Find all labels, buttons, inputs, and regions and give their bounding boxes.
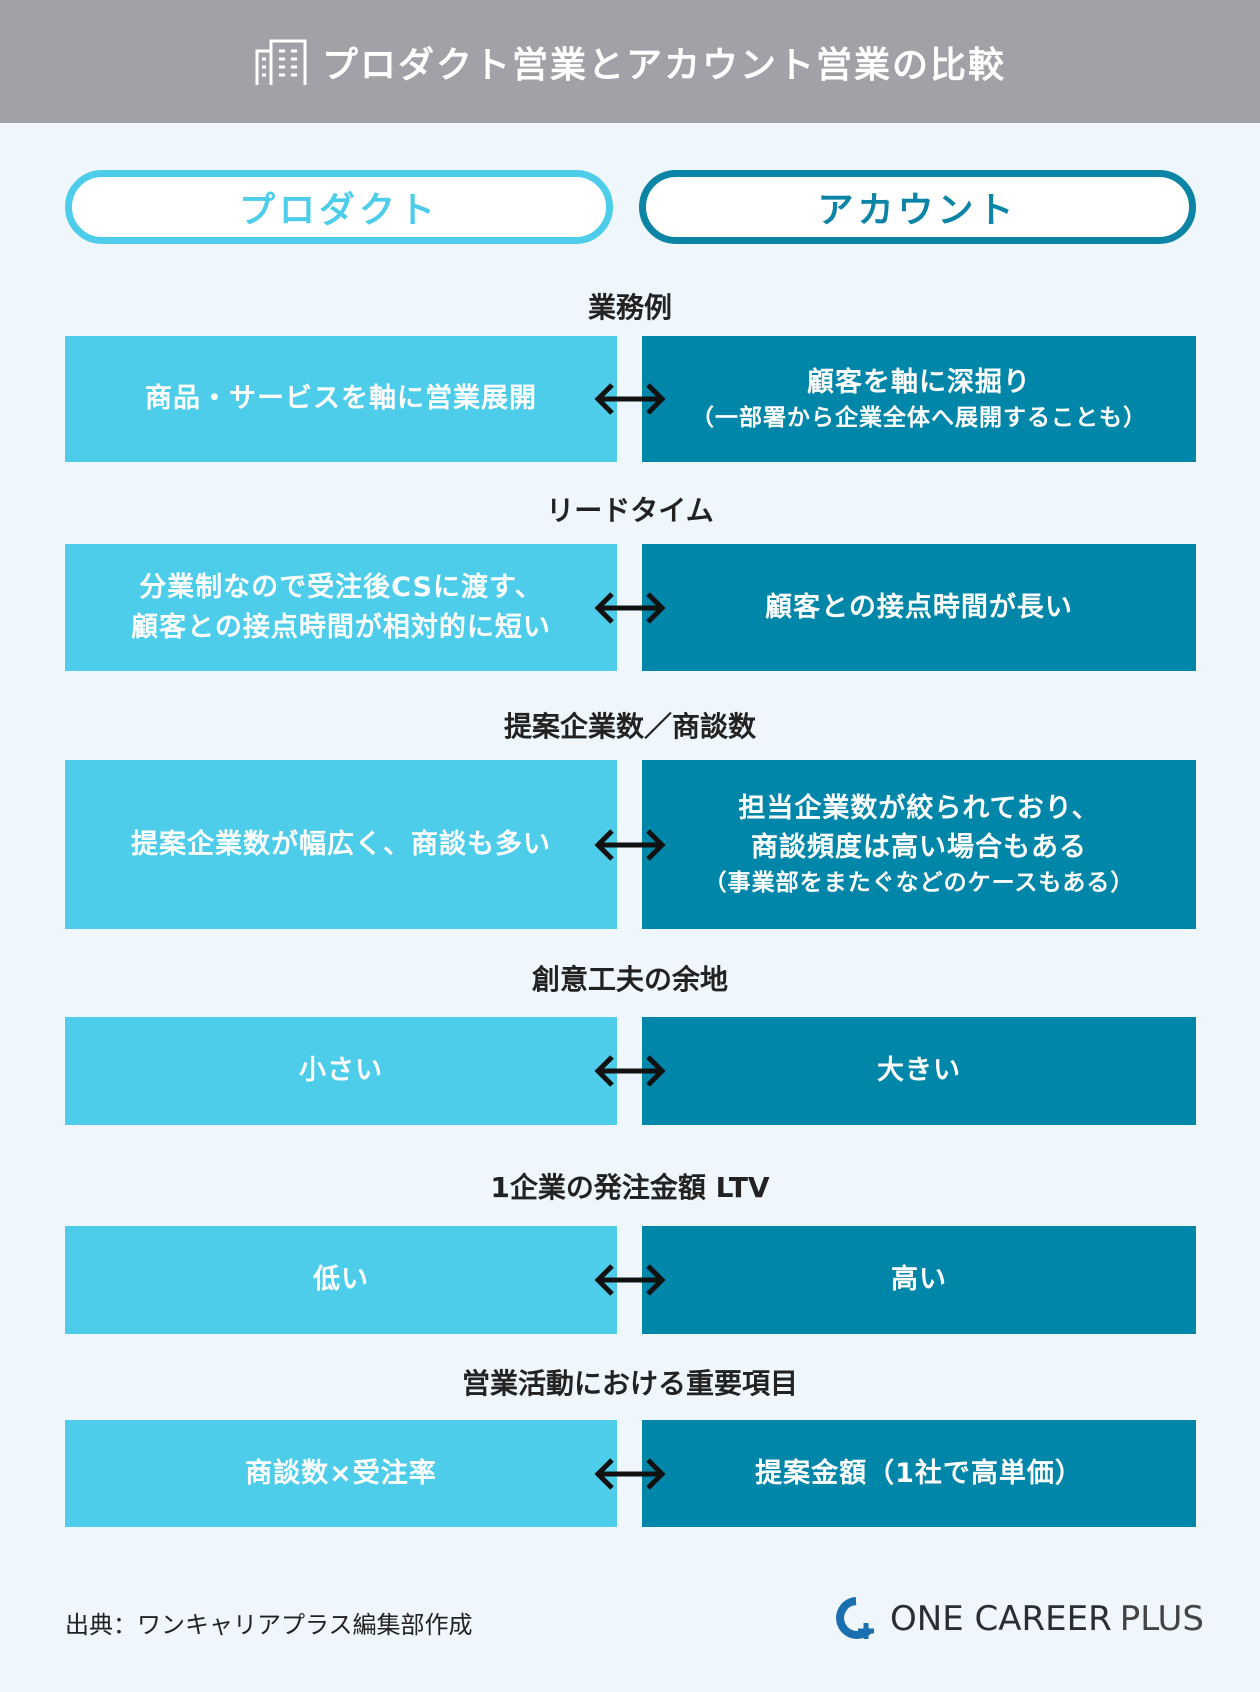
product-cell: 分業制なので受注後CSに渡す、顧客との接点時間が相対的に短い: [65, 544, 617, 671]
account-cell: 提案金額（1社で高単価）: [642, 1420, 1196, 1527]
row-label: 1企業の発注金額 LTV: [490, 1171, 770, 1204]
product-cell: 提案企業数が幅広く、商談も多い: [65, 760, 617, 929]
column-header-product: プロダクト: [65, 170, 613, 244]
cell-text: 担当企業数が絞られており、: [738, 792, 1100, 824]
cell-note: （一部署から企業全体へ展開することも）: [691, 404, 1147, 431]
cell-text: 大きい: [877, 1055, 961, 1087]
page-header: プロダクト営業とアカウント営業の比較: [0, 0, 1260, 123]
brand-logo: ONE CAREER PLUS: [836, 1597, 1204, 1641]
row-label: 提案企業数／商談数: [503, 710, 756, 743]
cell-text: 小さい: [299, 1055, 383, 1087]
page-title: プロダクト営業とアカウント営業の比較: [321, 44, 1006, 86]
logo-text-main: ONE CAREER: [890, 1599, 1112, 1639]
logo-mark-icon: [836, 1597, 874, 1639]
account-cell: 高い: [642, 1226, 1196, 1334]
source-note: 出典：ワンキャリアプラス編集部作成: [65, 1611, 473, 1639]
account-cell: 大きい: [642, 1017, 1196, 1125]
double-arrow-icon: [594, 828, 666, 861]
row-label: 営業活動における重要項目: [461, 1367, 798, 1400]
account-cell: 顧客との接点時間が長い: [642, 544, 1196, 671]
account-cell: 顧客を軸に深掘り （一部署から企業全体へ展開することも）: [642, 336, 1196, 462]
product-cell: 低い: [65, 1226, 617, 1334]
cell-text: 商品・サービスを軸に営業展開: [145, 383, 537, 415]
row-label: 業務例: [587, 291, 672, 324]
cell-text: 提案企業数が幅広く、商談も多い: [131, 828, 551, 860]
cell-text: 低い: [313, 1264, 369, 1296]
cell-text: 商談数×受注率: [245, 1457, 437, 1489]
column-header-account: アカウント: [639, 170, 1196, 244]
product-cell: 小さい: [65, 1017, 617, 1125]
double-arrow-icon: [594, 591, 666, 624]
double-arrow-icon: [594, 1264, 666, 1296]
cell-text: 顧客との接点時間が相対的に短い: [131, 611, 551, 643]
building-icon: [255, 39, 307, 85]
product-cell: 商談数×受注率: [65, 1420, 617, 1527]
logo-text-sub: PLUS: [1119, 1599, 1204, 1639]
cell-text: 分業制なので受注後CSに渡す、: [139, 572, 543, 604]
double-arrow-icon: [594, 1457, 666, 1490]
double-arrow-icon: [594, 1055, 666, 1087]
row-label: リードタイム: [546, 494, 714, 527]
cell-text: 提案金額（1社で高単価）: [755, 1457, 1083, 1489]
cell-text: 商談頻度は高い場合もある: [750, 831, 1087, 863]
cell-text: 高い: [891, 1264, 947, 1296]
cell-text: 顧客との接点時間が長い: [765, 591, 1073, 623]
row-label: 創意工夫の余地: [531, 963, 728, 996]
double-arrow-icon: [594, 383, 666, 415]
cell-text: 顧客を軸に深掘り: [807, 366, 1031, 398]
product-cell: 商品・サービスを軸に営業展開: [65, 336, 617, 462]
cell-note: （事業部をまたぐなどのケースもある）: [703, 869, 1135, 896]
account-cell: 担当企業数が絞られており、商談頻度は高い場合もある （事業部をまたぐなどのケースも…: [642, 760, 1196, 929]
